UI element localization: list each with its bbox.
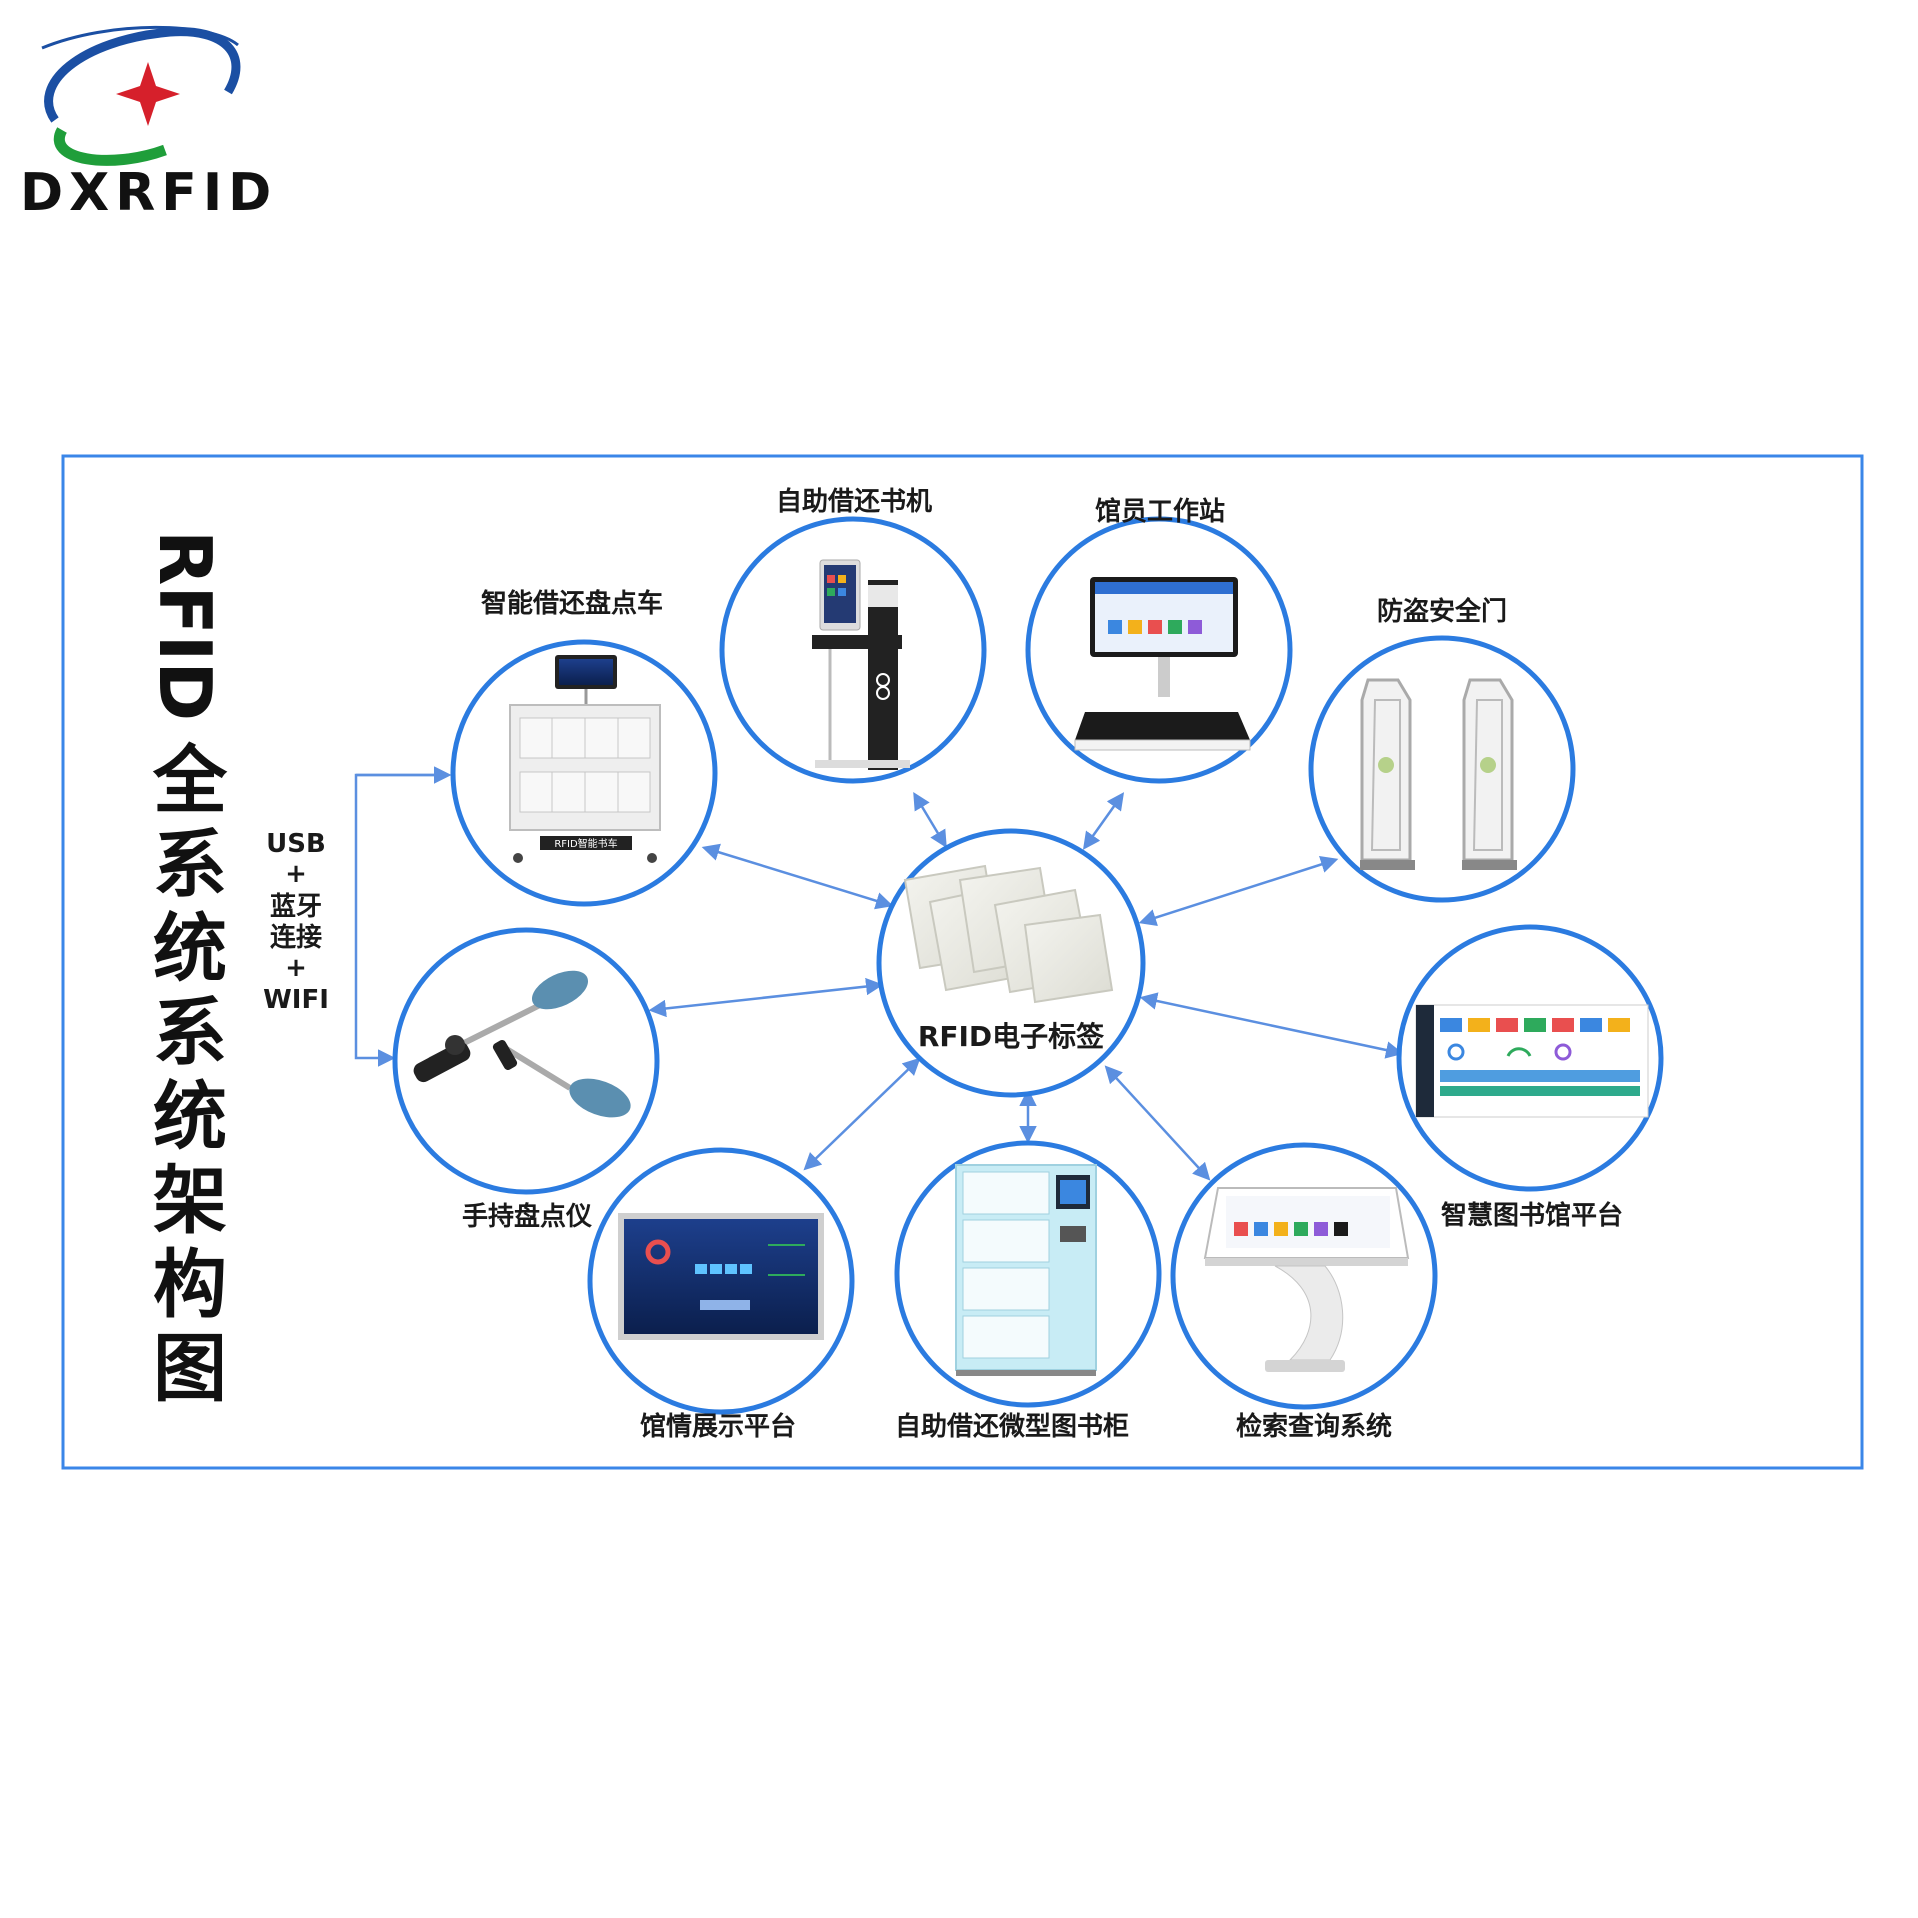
node-station: 馆员工作站 — [1025, 496, 1293, 784]
node-search-label: 检索查询系统 — [1236, 1411, 1392, 1442]
diagram-title-char: 系 — [153, 990, 227, 1076]
display-screen-icon — [618, 1213, 824, 1340]
workstation-icon — [1074, 577, 1251, 751]
node-kiosk-label: 自助借还书机 — [776, 486, 932, 517]
arrow-search — [1104, 1065, 1211, 1181]
diagram-title-char: 统 — [153, 906, 227, 992]
conn-link: 连接 — [270, 923, 322, 953]
node-platform: 智慧图书馆平台 — [1396, 924, 1664, 1231]
logo-text: DXRFID — [20, 163, 277, 223]
diagram-title-char: 架 — [153, 1158, 227, 1244]
node-gate: 防盗安全门 — [1308, 596, 1576, 903]
center-node: RFID电子标签 — [876, 828, 1146, 1098]
book-cabinet-icon — [955, 1164, 1097, 1376]
security-gate-icon — [1360, 678, 1517, 870]
conn-plus1: + — [285, 859, 307, 889]
node-cabinet: 自助借还微型图书柜 — [894, 1140, 1162, 1442]
arrow-display — [803, 1057, 921, 1171]
diagram-title-latin: RFID — [143, 530, 227, 721]
handheld-reader-icon — [413, 970, 631, 1118]
arrow-platform — [1139, 992, 1404, 1059]
node-display-label: 馆情展示平台 — [640, 1411, 796, 1442]
arrow-gate — [1138, 855, 1339, 927]
arrow-handheld — [648, 977, 884, 1018]
center-node-label: RFID电子标签 — [918, 1020, 1104, 1053]
cart-plate-text: RFID智能书车 — [554, 837, 617, 850]
node-kiosk-circle — [719, 516, 987, 784]
diagram-title-char: 图 — [153, 1326, 227, 1412]
diagram-title-char: 构 — [153, 1242, 227, 1328]
node-display: 馆情展示平台 — [587, 1147, 855, 1442]
node-platform-label: 智慧图书馆平台 — [1441, 1200, 1623, 1231]
logo-emblem-icon — [41, 25, 241, 166]
diagram-title-char: 全 — [152, 738, 228, 824]
diagram-title-char: 统 — [153, 1074, 227, 1160]
company-logo: DXRFID — [20, 25, 277, 223]
self-service-kiosk-icon — [812, 559, 910, 770]
connection-note: USB + 蓝牙 连接 + WIFI — [263, 829, 329, 1015]
node-gate-circle — [1308, 635, 1576, 903]
node-cart-label: 智能借还盘点车 — [481, 588, 663, 619]
node-cabinet-label: 自助借还微型图书柜 — [895, 1411, 1129, 1442]
arrow-kiosk — [913, 791, 947, 849]
node-kiosk: 自助借还书机 — [719, 486, 987, 784]
diagram-frame — [61, 454, 1864, 1470]
dashboard-screen-icon — [1415, 1004, 1649, 1118]
conn-plus2: + — [285, 953, 307, 983]
node-search: 检索查询系统 — [1170, 1142, 1438, 1442]
connection-bracket — [354, 766, 452, 1067]
arrow-cart — [701, 843, 894, 910]
node-cart: RFID智能书车 智能借还盘点车 — [450, 588, 718, 907]
search-terminal-icon — [1203, 1187, 1410, 1372]
arrow-station — [1082, 792, 1125, 850]
node-handheld-label: 手持盘点仪 — [462, 1201, 593, 1232]
conn-usb: USB — [266, 829, 326, 859]
conn-bt: 蓝牙 — [270, 892, 322, 922]
node-handheld: 手持盘点仪 — [392, 927, 660, 1232]
conn-wifi: WIFI — [263, 985, 329, 1015]
book-cart-icon: RFID智能书车 — [509, 655, 661, 863]
node-station-label: 馆员工作站 — [1095, 496, 1225, 527]
connector-arrows — [648, 791, 1404, 1181]
node-gate-label: 防盗安全门 — [1377, 596, 1507, 627]
rfid-tag-cards-icon — [903, 864, 1114, 1004]
diagram-title-char: 系 — [153, 822, 227, 908]
